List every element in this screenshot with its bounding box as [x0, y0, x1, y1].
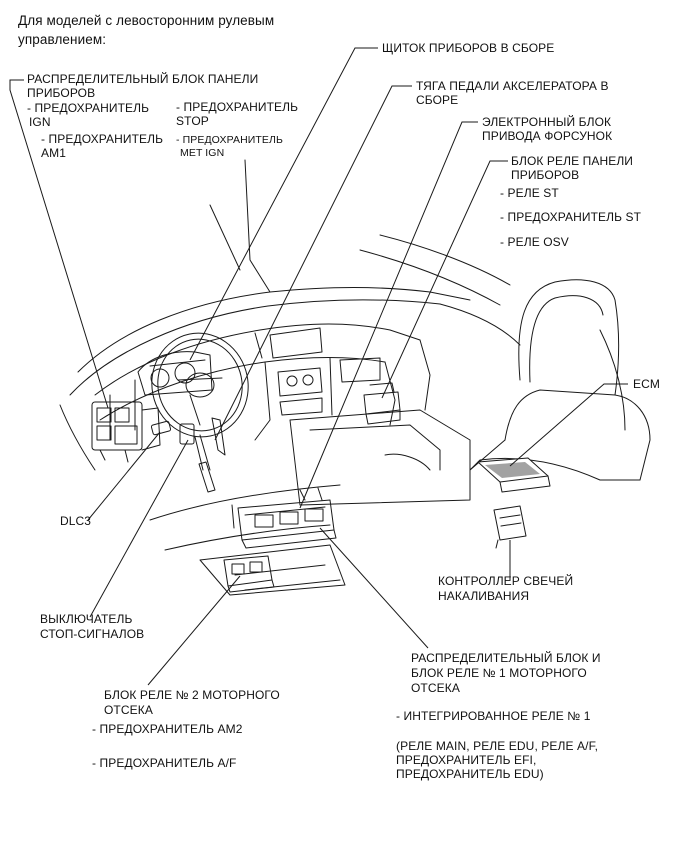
- label-engine-jb-line2: БЛОК РЕЛЕ № 1 МОТОРНОГО: [411, 666, 587, 680]
- label-integration-relay: - ИНТЕГРИРОВАННОЕ РЕЛЕ № 1: [396, 709, 591, 723]
- label-relay-st: - РЕЛЕ ST: [500, 186, 559, 200]
- label-engine-jb-line1: РАСПРЕДЕЛИТЕЛЬНЫЙ БЛОК И: [411, 651, 601, 665]
- label-ecm: ECM: [633, 377, 660, 391]
- instrument-panel-relay-block: [363, 382, 401, 425]
- label-dlc3: DLC3: [60, 514, 92, 528]
- label-fuse-ign-2: IGN: [29, 115, 51, 129]
- accelerator-link: [211, 417, 226, 456]
- leader-combination-meter: [189, 47, 378, 361]
- leader-engine-jb: [319, 527, 429, 649]
- page-title-line1: Для моделей с левосторонним рулевым: [18, 13, 275, 28]
- label-fuse-am1-1: - ПРЕДОХРАНИТЕЛЬ: [41, 132, 164, 146]
- label-stop-switch-line2: СТОП-СИГНАЛОВ: [40, 627, 145, 641]
- center-console: [149, 409, 471, 596]
- label-ip-jb-line2: ПРИБОРОВ: [27, 86, 96, 100]
- label-fuse-af: - ПРЕДОХРАНИТЕЛЬ A/F: [92, 756, 237, 770]
- label-glow-line1: КОНТРОЛЛЕР СВЕЧЕЙ: [438, 574, 574, 588]
- steering-wheel: [151, 332, 249, 471]
- label-relays-3: ПРЕДОХРАНИТЕЛЬ EDU): [396, 767, 544, 781]
- label-fuse-stop-1: - ПРЕДОХРАНИТЕЛЬ: [176, 100, 299, 114]
- label-accel-link-line2: СБОРЕ: [416, 93, 459, 107]
- label-relay2-line2: ОТСЕКА: [104, 703, 153, 717]
- leader-ecm: [509, 383, 628, 467]
- label-glow-line2: НАКАЛИВАНИЯ: [438, 589, 530, 603]
- dlc3-connector: [150, 420, 172, 436]
- label-fuse-ign-1: - ПРЕДОХРАНИТЕЛЬ: [27, 101, 150, 115]
- label-fuse-met-1: - ПРЕДОХРАНИТЕЛЬ: [176, 134, 284, 146]
- stop-light-switch: [179, 423, 216, 493]
- leader-instrument-panel-jb: [9, 79, 109, 409]
- label-relay2-line1: БЛОК РЕЛЕ № 2 МОТОРНОГО: [104, 688, 280, 702]
- leader-relay-2: [147, 575, 241, 686]
- leader-ip-relay: [381, 160, 508, 399]
- label-ip-relay-line1: БЛОК РЕЛЕ ПАНЕЛИ: [511, 154, 634, 168]
- leader-lines: [9, 47, 628, 686]
- label-edu-line1: ЭЛЕКТРОННЫЙ БЛОК: [482, 115, 612, 129]
- leader-edu: [299, 121, 478, 509]
- page-title-line2: управлением:: [18, 32, 107, 47]
- label-ip-jb-line1: РАСПРЕДЕЛИТЕЛЬНЫЙ БЛОК ПАНЕЛИ: [27, 72, 259, 86]
- label-ip-relay-line2: ПРИБОРОВ: [511, 168, 580, 182]
- label-edu-line2: ПРИВОДА ФОРСУНОК: [482, 129, 613, 143]
- leader-stop-switch: [89, 439, 189, 618]
- label-stop-switch-line1: ВЫКЛЮЧАТЕЛЬ: [40, 612, 133, 626]
- engine-room-junction-block: [231, 487, 337, 549]
- label-engine-jb-line3: ОТСЕКА: [411, 681, 460, 695]
- label-relay-osv: - РЕЛЕ OSV: [500, 235, 569, 249]
- label-relays-1: (РЕЛЕ MAIN, РЕЛЕ EDU, РЕЛЕ A/F,: [396, 739, 599, 753]
- label-combination-meter: ЩИТОК ПРИБОРОВ В СБОРЕ: [382, 41, 555, 55]
- leader-dlc3: [87, 431, 161, 521]
- leader-accelerator-link: [214, 85, 412, 441]
- label-fuse-st: - ПРЕДОХРАНИТЕЛЬ ST: [500, 210, 642, 224]
- ecm-unit: [477, 457, 551, 493]
- seat: [469, 279, 651, 481]
- label-fuse-met-2: MET IGN: [180, 147, 225, 159]
- label-fuse-am1-2: AM1: [41, 146, 66, 160]
- label-fuse-am2: - ПРЕДОХРАНИТЕЛЬ AM2: [92, 722, 243, 736]
- glow-plug-controller: [493, 505, 527, 549]
- label-relays-2: ПРЕДОХРАНИТЕЛЬ EFI,: [396, 753, 537, 767]
- label-fuse-stop-2: STOP: [176, 114, 209, 128]
- instrument-panel-junction-block: [91, 401, 161, 463]
- dashboard: [94, 323, 431, 441]
- label-accel-link-line1: ТЯГА ПЕДАЛИ АКСЕЛЕРАТОРА В: [416, 79, 609, 93]
